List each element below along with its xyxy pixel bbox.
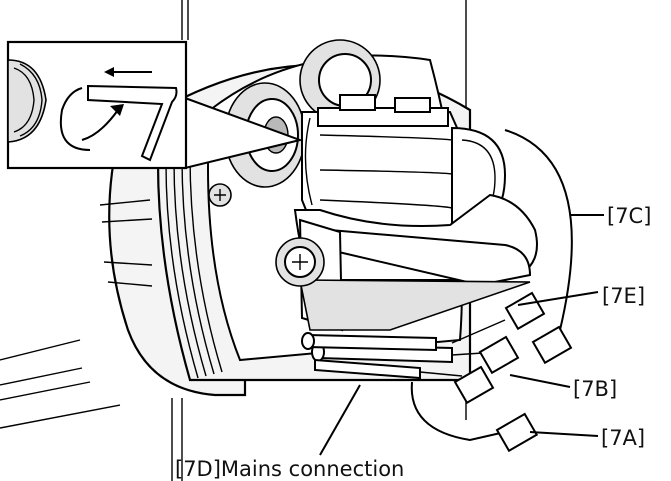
leader-7a <box>529 431 599 437</box>
cable-tubes <box>301 332 453 380</box>
leader-7b <box>509 374 571 388</box>
leader-7d <box>319 384 361 456</box>
leader-lines <box>319 214 604 456</box>
callout-labels: [7C] [7E] [7B] [7A] [7D]Mains connection <box>175 204 651 481</box>
label-7d-mains-connection: [7D]Mains connection <box>175 457 404 481</box>
mounting-bracket <box>275 193 538 332</box>
inset-detail <box>6 40 304 170</box>
label-7a: [7A] <box>601 426 645 450</box>
label-7e: [7E] <box>602 284 645 308</box>
label-7b: [7B] <box>573 377 617 401</box>
connectors <box>453 291 573 453</box>
leader-7e <box>517 291 599 306</box>
label-7c: [7C] <box>607 204 651 228</box>
